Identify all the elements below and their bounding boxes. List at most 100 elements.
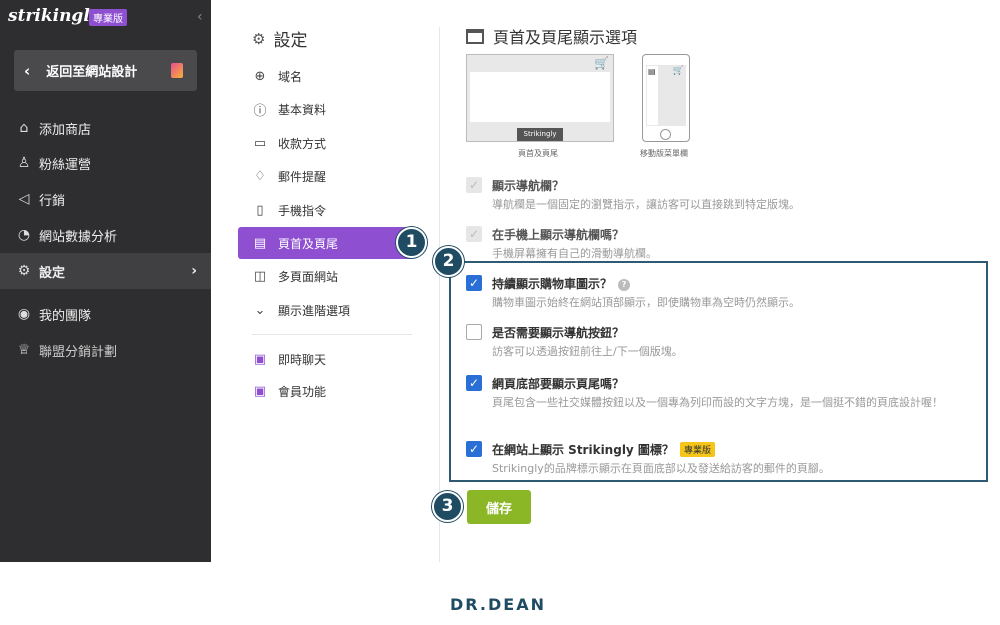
page-title: 頁首及頁尾顯示選項 (466, 24, 637, 48)
sidebar-item-marketing[interactable]: ◁ 行銷 (0, 181, 211, 217)
option-label: 顯示導航欄？ (492, 179, 565, 193)
nav-item-label: 會員功能 (278, 384, 327, 399)
team-icon: ◉ (17, 306, 31, 322)
option-description: 導航欄是一個固定的瀏覽指示，讓訪客可以直接跳到特定版塊。 (492, 198, 800, 211)
sidebar-item-analytics[interactable]: ◔ 網站數據分析 (0, 217, 211, 253)
store-icon: ⌂ (19, 120, 29, 136)
mobile-preview: ▤ 🛒 (642, 54, 690, 142)
layout-icon: ▤ (253, 235, 267, 251)
option-label-text: 持續顯示購物車圖示？ (492, 277, 613, 291)
cart-icon: 🛒 (672, 66, 684, 76)
nav-item-basic-info[interactable]: ⓘ 基本資料 (238, 93, 413, 125)
nav-item-label: 域名 (278, 69, 303, 84)
strikingly-badge-checkbox[interactable]: ✓ (466, 441, 482, 457)
option-description: 頁尾包含一些社交媒體按鈕以及一個專為列印而設的文字方塊，是一個挺不錯的頁底設計喔… (492, 396, 943, 409)
settings-title-label: 設定 (273, 31, 308, 51)
payment-icon: ▭ (253, 135, 267, 151)
nav-item-domain[interactable]: ⊕ 域名 (238, 60, 413, 92)
sidebar-item-label: 行銷 (39, 193, 66, 209)
desktop-preview-body (470, 72, 610, 122)
persistent-cart-checkbox[interactable]: ✓ (466, 275, 482, 291)
collapse-sidebar-icon[interactable]: ‹ (197, 9, 203, 25)
desktop-preview-caption: 頁首及頁尾 (518, 149, 558, 158)
mobile-navbar-checkbox[interactable]: ✓ (466, 226, 482, 242)
menu-icon: ▤ (648, 67, 656, 76)
step-marker-1: 1 (396, 227, 427, 258)
mobile-preview-caption: 移動版菜單欄 (640, 149, 688, 158)
sidebar-item-team[interactable]: ◉ 我的團隊 (0, 296, 211, 332)
cart-icon: 🛒 (594, 56, 609, 70)
step-marker-2: 2 (433, 246, 464, 277)
page-title-label: 頁首及頁尾顯示選項 (493, 28, 638, 47)
desktop-preview-footer: Strikingly (517, 128, 563, 141)
option-description: 訪客可以透過按鈕前往上/下一個版塊。 (492, 345, 683, 358)
step-marker-3: 3 (432, 491, 463, 522)
trophy-icon: ♕ (17, 342, 31, 358)
header-layout-icon (466, 28, 484, 44)
gear-icon: ⚙ (17, 263, 31, 279)
show-navbar-checkbox[interactable]: ✓ (466, 177, 482, 193)
nav-item-payment[interactable]: ▭ 收款方式 (238, 127, 413, 159)
nav-item-live-chat[interactable]: ▣ 即時聊天 (238, 343, 413, 375)
mobile-preview-navbar (647, 66, 658, 125)
nav-item-header-footer[interactable]: ▤ 頁首及頁尾 (238, 227, 413, 259)
member-icon: ▣ (253, 383, 267, 399)
chat-icon: ▣ (253, 351, 267, 367)
show-footer-checkbox[interactable]: ✓ (466, 375, 482, 391)
option-label: 在網站上顯示 Strikingly 圖標？ 專業版 (492, 441, 715, 458)
nav-item-membership[interactable]: ▣ 會員功能 (238, 375, 413, 407)
nav-item-label: 即時聊天 (278, 352, 327, 367)
settings-title: ⚙ 設定 (252, 26, 308, 52)
highlight-box (449, 261, 988, 482)
sidebar-item-label: 粉絲運營 (39, 157, 92, 173)
sidebar-item-add-store[interactable]: ⌂ 添加商店 (0, 110, 211, 146)
globe-icon: ⊕ (254, 68, 266, 84)
save-button[interactable]: 儲存 (467, 490, 531, 524)
drdean-logo: DR.DEAN (450, 595, 546, 614)
phone-icon: ▯ (256, 202, 264, 218)
column-divider (439, 27, 440, 562)
gear-icon: ⚙ (252, 29, 266, 48)
info-icon: ⓘ (253, 103, 267, 119)
sidebar-item-settings[interactable]: ⚙ 設定 › (0, 253, 211, 289)
sidebar-item-affiliate[interactable]: ♕ 聯盟分銷計劃 (0, 332, 211, 368)
option-label: 持續顯示購物車圖示？? (492, 275, 631, 292)
sidebar-item-label: 網站數據分析 (39, 229, 118, 245)
phone-home-button (660, 129, 671, 140)
nav-item-label: 基本資料 (278, 102, 327, 117)
nav-item-multi-page[interactable]: ◫多頁面網站 (238, 260, 413, 292)
chevron-left-icon: ‹ (24, 61, 31, 80)
sidebar-item-label: 我的團隊 (39, 308, 92, 324)
nav-item-label: 顯示進階選項 (278, 303, 351, 318)
back-button-label: 返回至網站設計 (46, 65, 138, 80)
option-description: 購物車圖示始終在網站頂部顯示，即使購物車為空時仍然顯示。 (492, 296, 800, 309)
option-label-text: 在網站上顯示 Strikingly 圖標？ (492, 443, 674, 457)
strikingly-logo[interactable]: strikingly (8, 6, 100, 26)
page-icon (171, 63, 183, 78)
option-label: 網頁底部要顯示頁尾嗎？ (492, 377, 625, 391)
nav-item-mobile-actions[interactable]: ▯手機指令 (238, 194, 413, 226)
option-label: 是否需要顯示導航按鈕？ (492, 326, 625, 340)
sidebar-item-label: 聯盟分銷計劃 (39, 344, 118, 360)
nav-item-label: 收款方式 (278, 136, 327, 151)
sidebar: strikingly 專業版 ‹ ‹ 返回至網站設計 ⌂ 添加商店 ♙ 粉絲運營… (0, 0, 211, 562)
nav-item-advanced-options[interactable]: ⌄顯示進階選項 (238, 294, 413, 326)
nav-buttons-checkbox[interactable] (466, 324, 482, 340)
pro-tag: 專業版 (679, 442, 715, 457)
nav-item-email-alerts[interactable]: ♢郵件提醒 (238, 160, 413, 192)
pro-badge: 專業版 (89, 9, 127, 26)
chevron-right-icon: › (191, 263, 197, 279)
option-description: Strikingly的品牌標示顯示在頁面底部以及發送給訪客的郵件的頁腳。 (492, 462, 830, 475)
back-to-design-button[interactable]: ‹ 返回至網站設計 (14, 50, 197, 91)
fans-icon: ♙ (17, 155, 31, 171)
nav-item-label: 頁首及頁尾 (278, 236, 339, 251)
analytics-icon: ◔ (17, 227, 31, 243)
option-description: 手機屏幕擁有自己的滑動導航欄。 (492, 247, 657, 260)
mobile-preview-screen: ▤ 🛒 (646, 65, 686, 126)
nav-item-label: 多頁面網站 (278, 269, 339, 284)
option-label: 在手機上顯示導航欄嗎？ (492, 228, 625, 242)
sidebar-item-fans[interactable]: ♙ 粉絲運營 (0, 145, 211, 181)
nav-item-label: 郵件提醒 (278, 169, 327, 184)
help-icon[interactable]: ? (618, 279, 631, 291)
megaphone-icon: ◁ (18, 191, 30, 207)
